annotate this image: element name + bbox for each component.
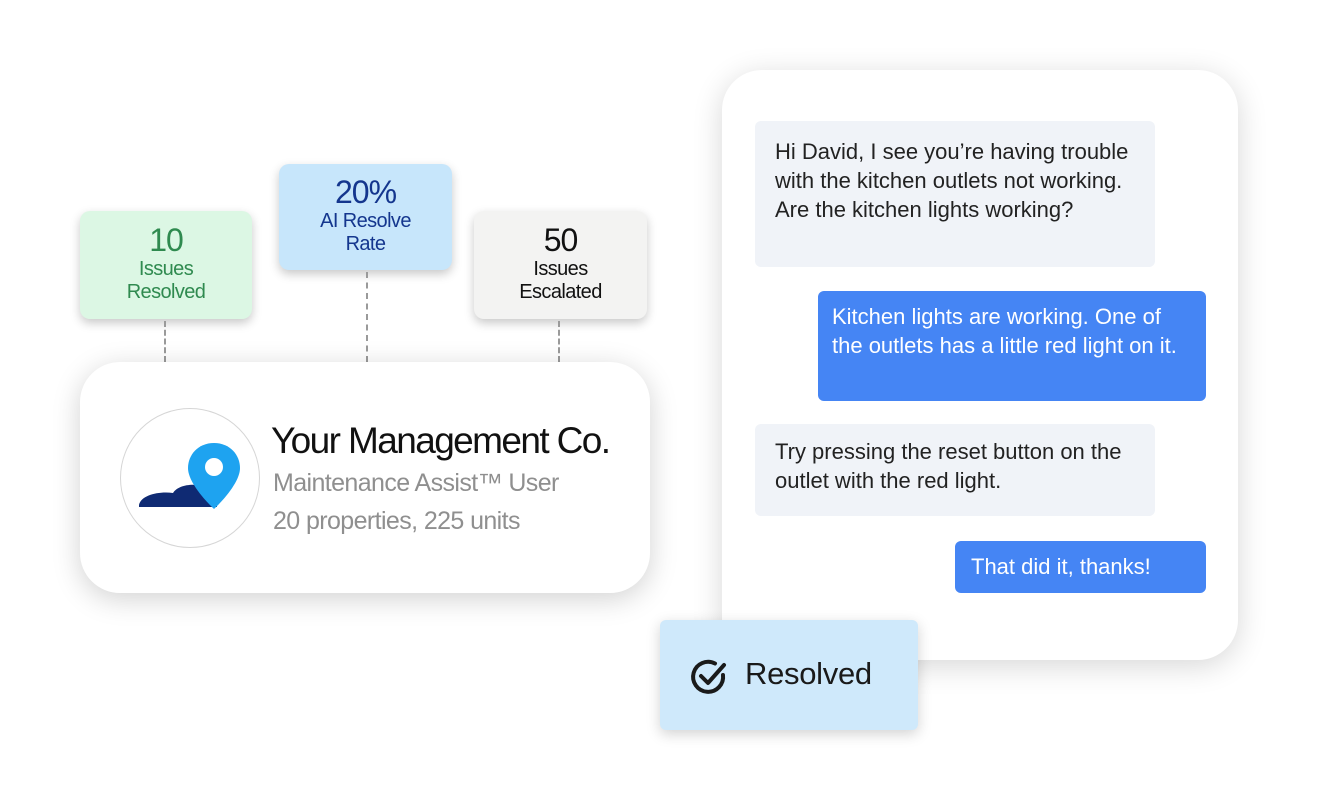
chat-message-user: That did it, thanks! [955, 541, 1206, 593]
stat-value: 10 [149, 222, 184, 258]
stat-ai-resolve-rate: 20% AI Resolve Rate [279, 164, 452, 270]
location-pin-icon [139, 443, 240, 509]
connector-line [558, 321, 560, 362]
stat-label-line2: Rate [345, 233, 386, 255]
connector-line [164, 321, 166, 362]
chat-message-assistant: Hi David, I see you’re having trouble wi… [755, 121, 1155, 267]
stat-label-line1: Issues [138, 258, 194, 280]
stat-label-line2: Escalated [519, 281, 602, 303]
company-details: 20 properties, 225 units [273, 507, 520, 535]
stat-value: 50 [543, 222, 579, 258]
company-card: Your Management Co. Maintenance Assist™ … [80, 362, 650, 593]
stat-issues-escalated: 50 Issues Escalated [474, 211, 647, 319]
company-name: Your Management Co. [271, 420, 611, 461]
chat-panel: Hi David, I see you’re having trouble wi… [722, 70, 1238, 660]
company-logo [120, 408, 260, 548]
company-subtitle: Maintenance Assist™ User [273, 469, 559, 497]
stat-label-line1: Issues [533, 258, 588, 280]
chat-message-assistant: Try pressing the reset button on the out… [755, 424, 1155, 516]
resolved-label: Resolved [745, 656, 872, 691]
stat-label-line2: Resolved [126, 281, 206, 303]
resolved-badge: Resolved [660, 620, 918, 730]
stat-label-line1: AI Resolve [320, 210, 411, 232]
chat-message-user: Kitchen lights are working. One of the o… [818, 291, 1206, 401]
connector-line [366, 272, 368, 362]
stat-issues-resolved: 10 Issues Resolved [80, 211, 252, 319]
stat-value: 20% [334, 174, 397, 210]
check-circle-icon [691, 659, 726, 694]
